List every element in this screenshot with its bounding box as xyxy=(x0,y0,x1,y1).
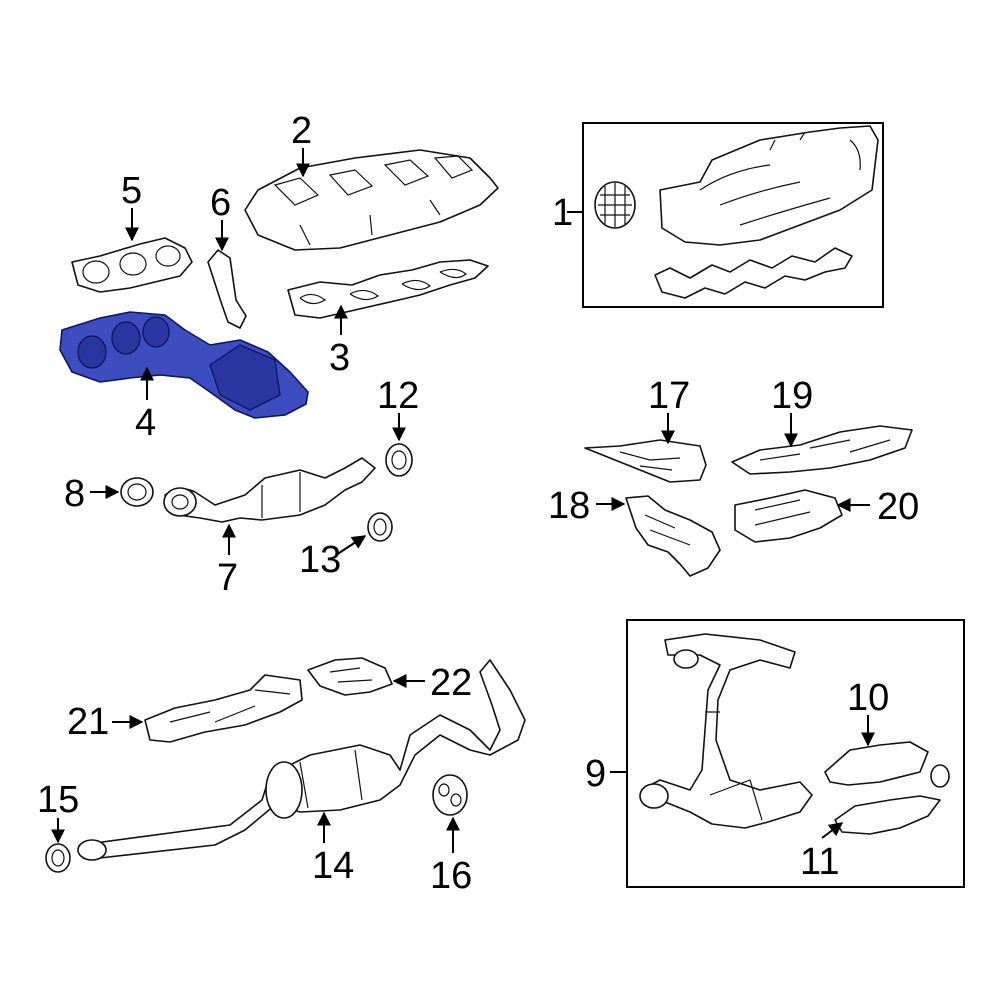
part-6-group[interactable]: 6 xyxy=(207,182,247,329)
part-10-drawing xyxy=(824,741,929,786)
part-1-frame xyxy=(582,122,884,308)
part-9-frame xyxy=(626,619,965,888)
callout-18: 18 xyxy=(548,485,590,527)
part-17-drawing xyxy=(584,439,707,483)
callout-19: 19 xyxy=(771,375,813,417)
part-8-group[interactable]: 8 xyxy=(64,473,154,515)
part-18-group[interactable]: 18 xyxy=(548,485,721,577)
y-pipe-assembly-box[interactable]: 9 10 11 xyxy=(585,619,965,888)
callout-2: 2 xyxy=(291,110,312,152)
part-14-drawing xyxy=(79,659,526,859)
callout-13: 13 xyxy=(299,539,341,581)
part-15-group[interactable]: 15 xyxy=(37,779,79,873)
part-10-group[interactable]: 10 xyxy=(824,677,950,788)
part-19-group[interactable]: 19 xyxy=(731,375,913,475)
part-5-drawing xyxy=(71,237,193,293)
callout-4: 4 xyxy=(135,402,156,444)
part-14-group[interactable]: 14 xyxy=(77,659,526,887)
part-16-group[interactable]: 16 xyxy=(430,774,472,897)
part-13-group[interactable]: 13 xyxy=(299,512,393,581)
part-6-drawing xyxy=(207,249,247,329)
part-21-group[interactable]: 21 xyxy=(67,674,303,743)
part-7-drawing xyxy=(164,457,376,523)
part-13-drawing xyxy=(367,512,393,542)
callout-16: 16 xyxy=(430,855,472,897)
callout-5: 5 xyxy=(121,170,142,212)
callout-20: 20 xyxy=(877,486,919,528)
part-8-drawing xyxy=(120,477,154,507)
part-4-highlighted-manifold-converter[interactable]: 4 xyxy=(59,311,309,444)
leader-13 xyxy=(335,535,367,556)
callout-6: 6 xyxy=(210,182,231,224)
part-17-group[interactable]: 17 xyxy=(584,375,707,483)
part-19-drawing xyxy=(731,425,913,475)
callout-12: 12 xyxy=(377,375,419,417)
callout-8: 8 xyxy=(64,473,85,515)
part-20-drawing xyxy=(734,489,843,543)
part-3-drawing xyxy=(287,259,489,319)
callout-7: 7 xyxy=(217,557,238,599)
part-7-group[interactable]: 7 xyxy=(163,457,376,599)
callout-3: 3 xyxy=(329,337,350,379)
callout-9: 9 xyxy=(585,753,606,795)
y-pipe-drawing xyxy=(639,633,813,829)
part-15-drawing xyxy=(45,843,71,873)
part-11-group[interactable]: 11 xyxy=(800,795,941,883)
intake-manifold-drawing xyxy=(594,125,879,299)
part-21-drawing xyxy=(144,674,303,743)
part-16-drawing xyxy=(432,774,468,816)
callout-15: 15 xyxy=(37,779,79,821)
part-12-group[interactable]: 12 xyxy=(377,375,419,477)
callout-14: 14 xyxy=(312,845,354,887)
intake-manifold-assembly-box[interactable]: 1 xyxy=(552,122,884,308)
part-22-drawing xyxy=(307,657,393,696)
callout-1: 1 xyxy=(552,192,573,234)
part-5-group[interactable]: 5 xyxy=(71,170,193,293)
part-2-group[interactable]: 2 xyxy=(244,110,499,251)
part-18-drawing xyxy=(625,495,721,577)
part-3-group[interactable]: 3 xyxy=(287,259,489,379)
callout-10: 10 xyxy=(847,677,889,719)
part-12-drawing xyxy=(385,443,413,477)
part-22-group[interactable]: 22 xyxy=(307,657,472,704)
leader-11 xyxy=(821,822,844,839)
callout-17: 17 xyxy=(648,375,690,417)
callout-11: 11 xyxy=(800,841,839,883)
part-20-group[interactable]: 20 xyxy=(734,486,919,543)
callout-22: 22 xyxy=(430,662,472,704)
part-11-drawing xyxy=(834,795,941,835)
callout-21: 21 xyxy=(67,701,109,743)
